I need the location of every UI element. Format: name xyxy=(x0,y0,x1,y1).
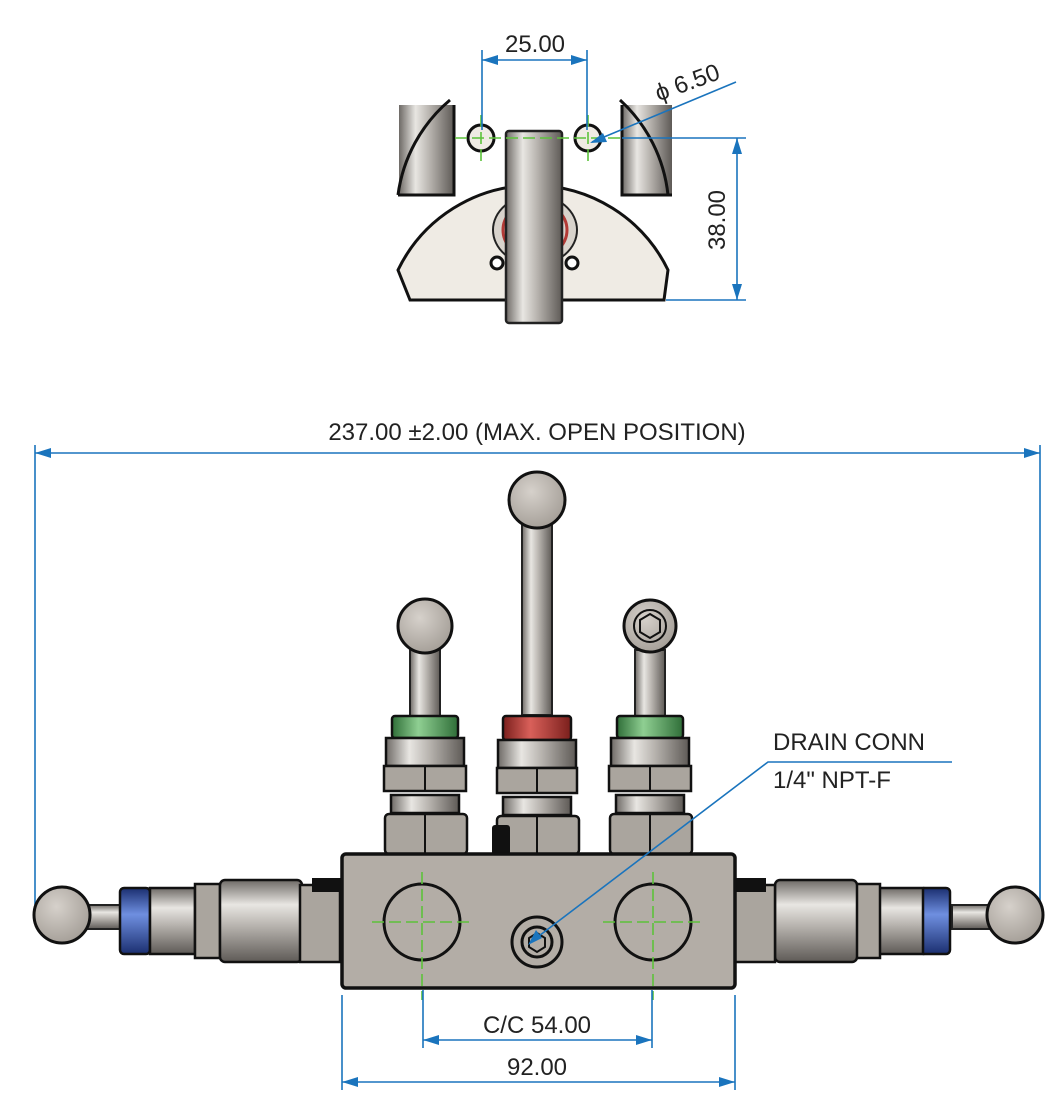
handle-rod-top xyxy=(504,129,564,325)
drain-port xyxy=(510,915,564,969)
drain-label-line2: 1/4" NPT-F xyxy=(773,767,891,794)
left-shoulder xyxy=(399,105,454,195)
right-valve-handle-ball xyxy=(622,598,678,654)
top-view: 25.00 ϕ 6.50 38.00 xyxy=(396,31,746,325)
center-to-center-label: C/C 54.00 xyxy=(483,1012,591,1039)
drain-callout: DRAIN CONN 1/4" NPT-F xyxy=(528,729,952,945)
green-cap xyxy=(615,714,685,740)
hole-centerlines xyxy=(455,115,624,162)
left-valve xyxy=(382,597,469,856)
right-valve xyxy=(607,598,694,856)
right-handle-ball xyxy=(985,885,1045,945)
height-label: 38.00 xyxy=(704,190,731,250)
right-side-valve xyxy=(733,878,1045,964)
dim-height: 38.00 xyxy=(622,137,746,301)
hole-diameter-label: ϕ 6.50 xyxy=(651,59,723,107)
hole-spacing-label: 25.00 xyxy=(505,31,565,58)
hex-socket-icon xyxy=(639,612,661,640)
left-side-valve xyxy=(32,878,342,964)
dim-center-to-center: C/C 54.00 xyxy=(422,990,653,1048)
drain-label-line1: DRAIN CONN xyxy=(773,729,925,756)
dim-body-width: 92.00 xyxy=(341,995,736,1090)
green-cap xyxy=(390,714,460,740)
left-handle-ball xyxy=(32,885,92,945)
body-width-label: 92.00 xyxy=(507,1054,567,1081)
dim-hole-spacing: 25.00 xyxy=(481,31,588,130)
center-valve-handle-ball xyxy=(507,470,567,530)
right-shoulder xyxy=(622,105,672,195)
front-view: 237.00 ±2.00 (MAX. OPEN POSITION) xyxy=(32,419,1045,1090)
center-valve xyxy=(492,470,581,856)
dim-overall-length: 237.00 ±2.00 (MAX. OPEN POSITION) xyxy=(34,419,1041,905)
overall-length-label: 237.00 ±2.00 (MAX. OPEN POSITION) xyxy=(328,419,745,446)
red-cap xyxy=(501,714,573,742)
left-valve-handle-ball xyxy=(396,597,454,655)
